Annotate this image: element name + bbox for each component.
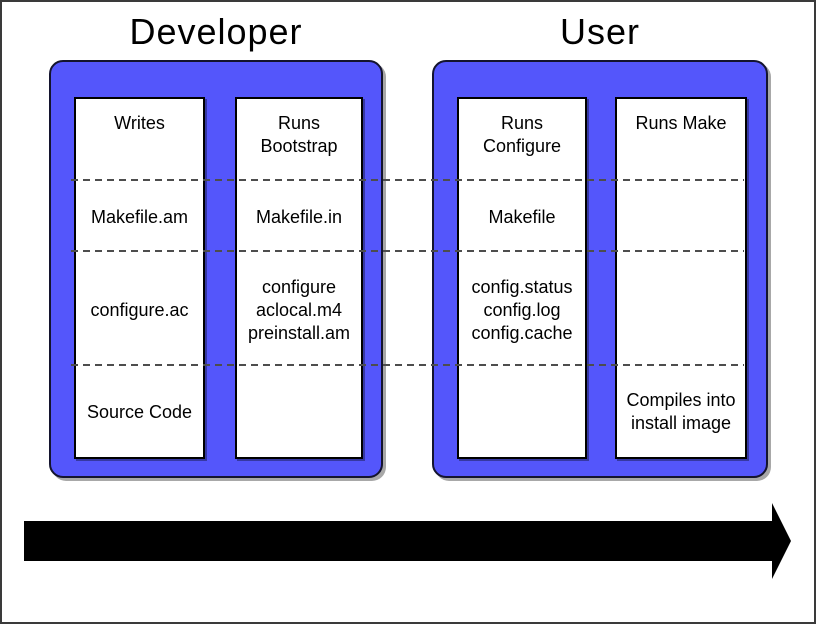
cell-empty xyxy=(617,253,745,367)
user-container: Runs Configure Makefile config.status co… xyxy=(432,60,768,478)
flow-arrow-shaft xyxy=(24,521,772,561)
cell-configure-outputs: config.status config.log config.cache xyxy=(471,276,573,343)
row-divider-dashed-line-2 xyxy=(71,250,744,252)
flow-arrow-right-icon xyxy=(772,503,791,579)
user-configure-column: Runs Configure Makefile config.status co… xyxy=(457,97,587,459)
user-make-column: Runs Make Compiles into install image xyxy=(615,97,747,459)
cell-empty xyxy=(459,367,585,457)
cell-source-code: Source Code xyxy=(86,401,193,422)
cell-makefile-in: Makefile.in xyxy=(255,207,343,227)
cell-compiles-into-install-image: Compiles into install image xyxy=(626,390,736,433)
cell-runs-bootstrap: Runs Bootstrap xyxy=(260,113,338,156)
developer-writes-column: Writes Makefile.am configure.ac Source C… xyxy=(74,97,205,459)
developer-container: Writes Makefile.am configure.ac Source C… xyxy=(49,60,383,478)
cell-bootstrap-outputs: configure aclocal.m4 preinstall.am xyxy=(247,276,351,343)
cell-runs-make: Runs Make xyxy=(635,113,727,133)
cell-makefile: Makefile xyxy=(488,207,556,227)
cell-runs-configure: Runs Configure xyxy=(482,113,562,156)
row-divider-dashed-line-3 xyxy=(71,364,744,366)
cell-empty xyxy=(237,367,361,457)
row-divider-dashed-line-1 xyxy=(71,179,744,181)
cell-writes: Writes xyxy=(114,113,165,133)
developer-bootstrap-column: Runs Bootstrap Makefile.in configure acl… xyxy=(235,97,363,459)
user-title: User xyxy=(559,11,640,52)
cell-configure-ac: configure.ac xyxy=(90,299,189,320)
cell-makefile-am: Makefile.am xyxy=(90,207,189,227)
developer-title: Developer xyxy=(129,11,303,52)
cell-empty xyxy=(617,182,745,253)
